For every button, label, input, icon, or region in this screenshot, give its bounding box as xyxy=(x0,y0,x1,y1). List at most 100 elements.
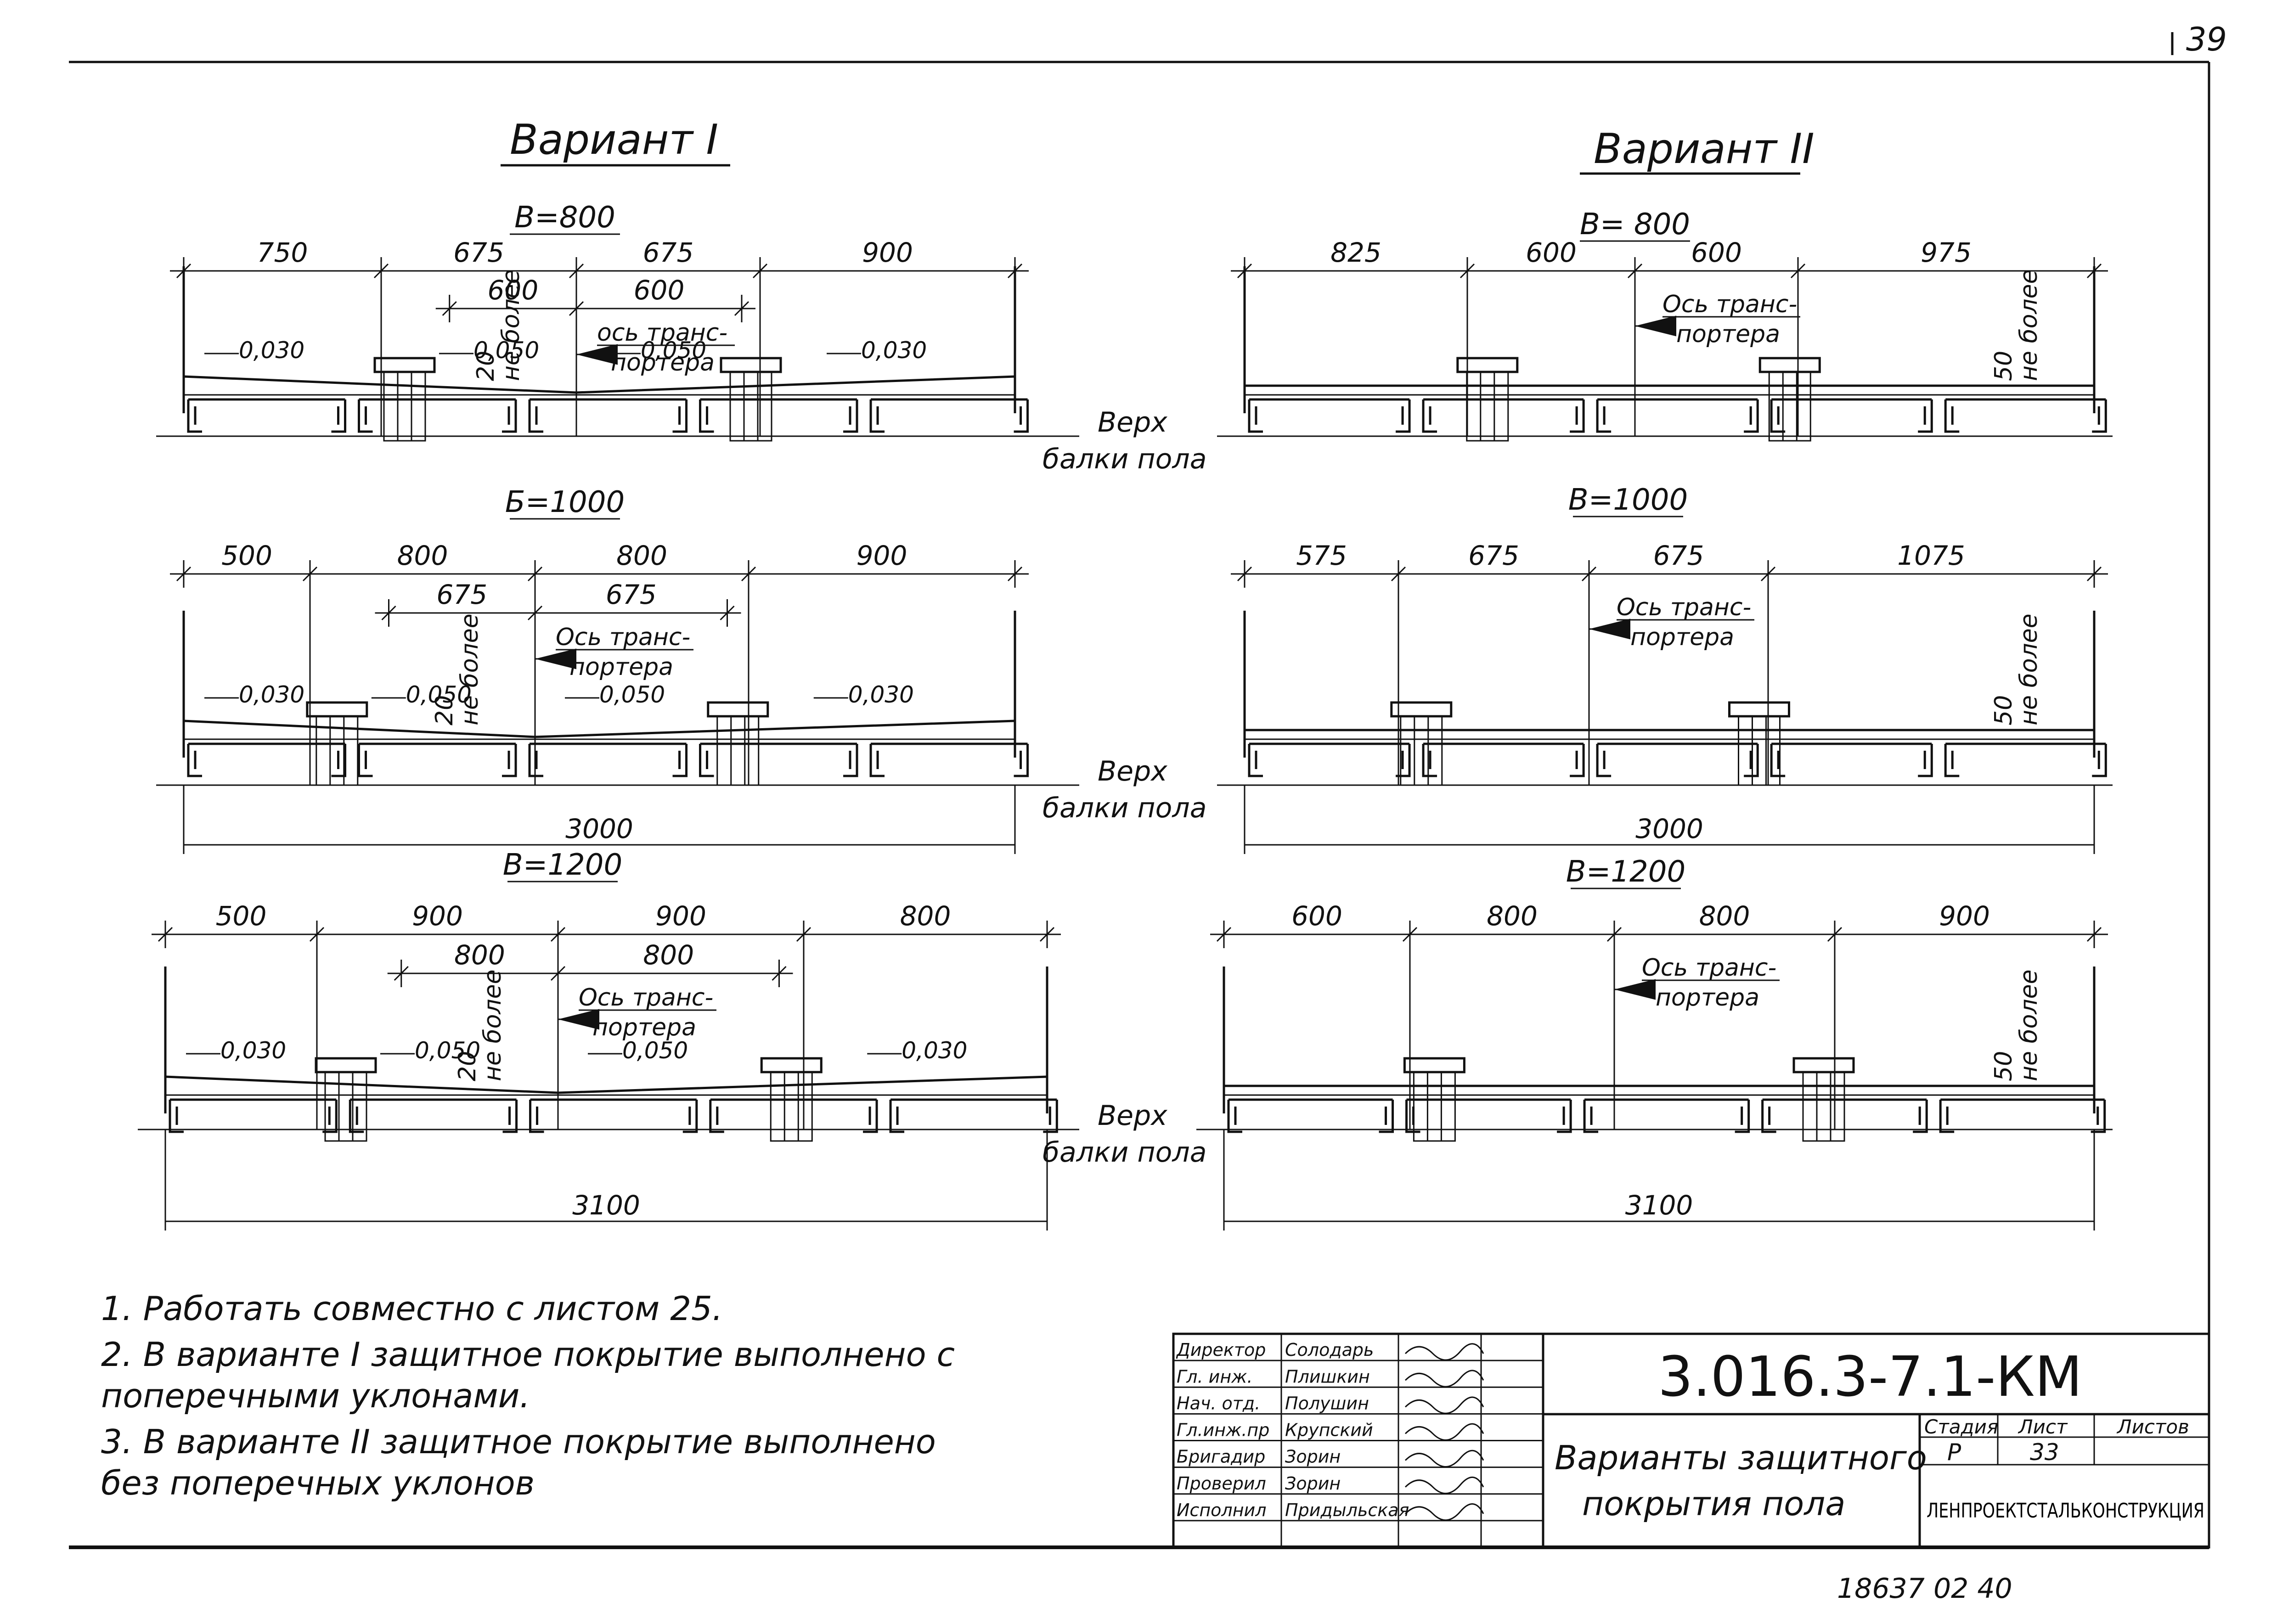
limit-text: не более xyxy=(479,969,507,1081)
subdim-label-1: 600 xyxy=(634,275,685,306)
note-3: 3. В варианте II защитное покрытие выпол… xyxy=(101,1422,936,1461)
transporter-support-1-cap xyxy=(315,1057,377,1073)
stage-value: Р xyxy=(1947,1439,1961,1466)
role-0: Директор xyxy=(1176,1340,1266,1360)
role-3: Гл.инж.пр xyxy=(1177,1420,1269,1440)
slope-value-3: 0,030 xyxy=(902,1037,967,1064)
panel-width-label: B=800 xyxy=(514,201,615,235)
coating-line xyxy=(183,375,1015,394)
axis-label-line-1: Ось транс- xyxy=(556,624,690,651)
slope-value-2: 0,050 xyxy=(641,337,706,364)
dim-label-2: 900 xyxy=(655,900,706,932)
beam-top-label-1: Верх xyxy=(1098,406,1167,438)
dim-label-0: 750 xyxy=(257,237,308,268)
floor-beam-4 xyxy=(1939,1098,2106,1133)
total-dim-label: 3000 xyxy=(1635,813,1703,844)
archive-number: 18637 02 40 xyxy=(1837,1573,2012,1605)
dim-label-0: 575 xyxy=(1296,540,1347,571)
drawing-title-line-2: покрытия пола xyxy=(1582,1484,1845,1523)
transporter-support-2-cap xyxy=(760,1057,823,1073)
transporter-support-1-cap xyxy=(373,357,436,373)
signature-6 xyxy=(1404,1503,1484,1521)
floor-beam-2 xyxy=(1596,398,1759,433)
floor-beam-0 xyxy=(1227,1098,1394,1133)
floor-beam-0 xyxy=(169,1098,338,1133)
floor-beam-1 xyxy=(358,742,517,777)
dim-label-3: 1075 xyxy=(1897,540,1965,571)
dim-label-3: 975 xyxy=(1921,237,1972,268)
subdim-label-1: 800 xyxy=(643,939,694,971)
floor-beam-4 xyxy=(1944,742,2107,777)
dim-label-2: 800 xyxy=(616,540,667,571)
signature-0 xyxy=(1404,1343,1484,1361)
subdim-tick-2 xyxy=(772,966,787,981)
dim-tick-4 xyxy=(1007,566,1023,582)
dim-label-0: 500 xyxy=(221,540,272,571)
dim-label-2: 800 xyxy=(1699,900,1750,932)
floor-beam-1 xyxy=(349,1098,518,1133)
sheets-label: Листов xyxy=(2116,1416,2189,1438)
floor-beam-4 xyxy=(869,742,1029,777)
dim-label-1: 900 xyxy=(412,900,463,932)
name-2: Полушин xyxy=(1285,1393,1369,1413)
transporter-support-2-cap xyxy=(1792,1057,1855,1073)
slope-value-0: 0,030 xyxy=(220,1037,286,1064)
note-2-cont: поперечными уклонами. xyxy=(101,1377,530,1415)
dim-tick-4 xyxy=(2086,927,2102,942)
transporter-support-1-post xyxy=(324,1071,367,1142)
notes-block: 1. Работать совместно с листом 25. 2. В … xyxy=(101,1289,955,1502)
signature-1 xyxy=(1404,1370,1484,1388)
floor-beam-4 xyxy=(869,398,1029,433)
document-code: 3.016.3-7.1-КМ xyxy=(1658,1345,2082,1409)
limit-value: 20 xyxy=(454,1051,481,1081)
subdim-label-0: 600 xyxy=(488,275,539,306)
dim-label-1: 675 xyxy=(453,237,504,268)
subdim-tick-2 xyxy=(720,605,735,621)
floor-beam-2 xyxy=(528,742,688,777)
sheet-value: 33 xyxy=(2030,1439,2059,1466)
transporter-support-2-cap xyxy=(707,701,769,718)
transporter-support-1-cap xyxy=(1390,701,1453,718)
dim-label-2: 675 xyxy=(643,237,694,268)
beam-top-label-1: Верх xyxy=(1098,1100,1167,1132)
dim-label-2: 675 xyxy=(1653,540,1704,571)
floor-beam-1 xyxy=(358,398,517,433)
dim-label-0: 825 xyxy=(1330,237,1381,268)
slope-value-3: 0,030 xyxy=(861,337,927,364)
dim-label-1: 675 xyxy=(1468,540,1519,571)
dim-tick-0 xyxy=(176,566,192,582)
transporter-support-2-cap xyxy=(1728,701,1790,718)
panel-width-label: B=1200 xyxy=(1566,855,1685,889)
floor-beam-4 xyxy=(889,1098,1058,1133)
transporter-support-2-cap xyxy=(720,357,782,373)
name-3: Крупский xyxy=(1285,1420,1373,1440)
limit-value: 50 xyxy=(1990,1051,2017,1081)
stage-label: Стадия xyxy=(1924,1416,1998,1438)
note-2: 2. В варианте I защитное покрытие выполн… xyxy=(101,1335,955,1374)
dim-label-3: 900 xyxy=(1939,900,1990,932)
dim-label-0: 500 xyxy=(216,900,267,932)
floor-beam-2 xyxy=(528,398,688,433)
dim-label-3: 900 xyxy=(857,540,907,571)
dim-label-1: 800 xyxy=(397,540,448,571)
slope-value-1: 0,050 xyxy=(406,681,472,708)
axis-label-line-1: Ось транс- xyxy=(1642,954,1776,982)
axis-label-line-2: портера xyxy=(592,1014,696,1041)
floor-beam-1 xyxy=(1422,742,1585,777)
subdim-tick-0 xyxy=(381,605,396,621)
limit-value: 50 xyxy=(1990,695,2017,725)
dim-label-3: 800 xyxy=(900,900,951,932)
beam-top-label-2: балки пола xyxy=(1043,792,1206,824)
coating-line xyxy=(165,1075,1048,1094)
limit-value: 50 xyxy=(1990,351,2017,381)
dim-label-2: 600 xyxy=(1691,237,1742,268)
transporter-support-2-post xyxy=(1802,1071,1845,1142)
total-dim-label: 3000 xyxy=(565,813,633,844)
floor-beam-3 xyxy=(1770,742,1933,777)
name-4: Зорин xyxy=(1285,1447,1341,1467)
floor-beam-2 xyxy=(1596,742,1759,777)
subdim-tick-1 xyxy=(569,301,584,316)
axis-label-line-1: Ось транс- xyxy=(1617,594,1751,621)
